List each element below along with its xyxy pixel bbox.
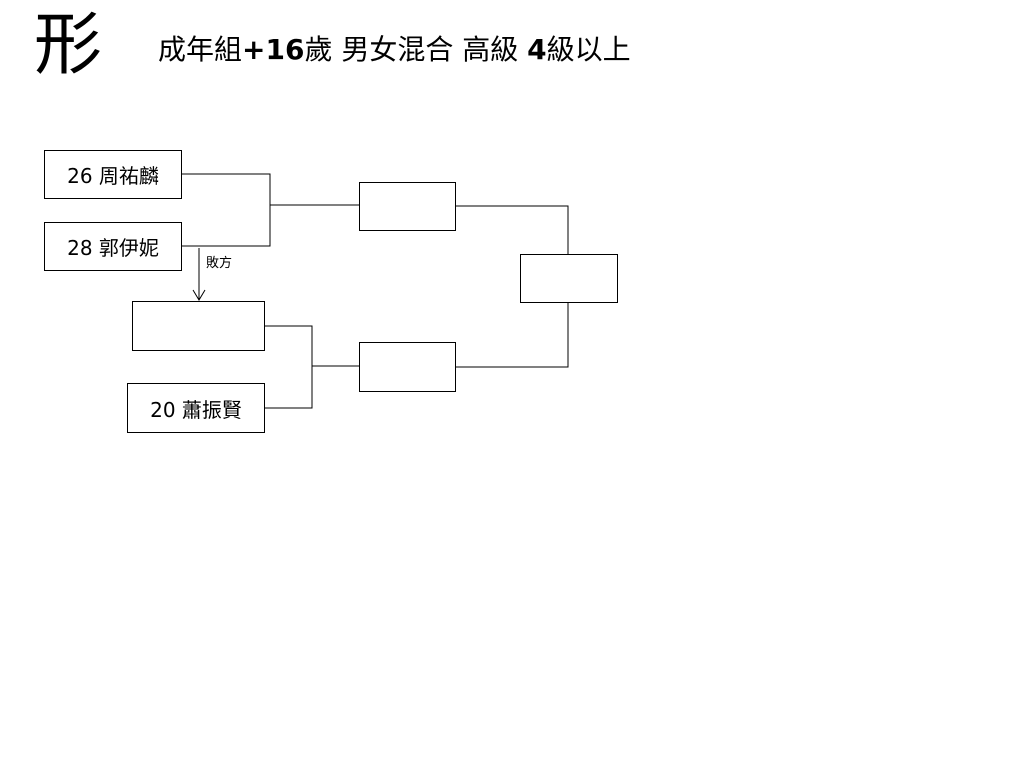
bracket-line-entry1 <box>182 173 359 206</box>
bracket-line-semi1 <box>455 205 569 255</box>
entry-3-label: 20 蕭振賢 <box>150 397 242 422</box>
semi2-box <box>359 342 456 392</box>
final-box <box>520 254 618 303</box>
entry-2-label: 28 郭伊妮 <box>67 236 159 260</box>
bracket-line-entry3 <box>265 366 313 409</box>
title-group: 歲 男女混合 高級 <box>304 33 528 66</box>
title-level-number: 4 <box>527 33 547 66</box>
entry-box-2: 28 郭伊妮 <box>44 222 182 271</box>
title-age: +16 <box>242 33 305 66</box>
loser-label: 敗方 <box>206 256 233 271</box>
bracket-line-semi2 <box>455 302 569 368</box>
entry-box-1: 26 周祐麟 <box>44 150 182 199</box>
page-title: 成年組+16歲 男女混合 高級 4級以上 <box>158 30 631 70</box>
loser-arrow-head <box>192 289 206 301</box>
title-division: 成年組 <box>158 33 243 66</box>
entry-1-label: 26 周祐麟 <box>67 164 159 188</box>
bracket-line-repechage <box>265 325 359 367</box>
entry-box-3: 20 蕭振賢 <box>127 383 265 433</box>
category-glyph: 形 <box>34 6 103 85</box>
bracket-line-entry2 <box>182 205 271 247</box>
title-level: 級以上 <box>546 33 631 66</box>
repechage-box <box>132 301 265 351</box>
round1-winner-box <box>359 182 456 231</box>
